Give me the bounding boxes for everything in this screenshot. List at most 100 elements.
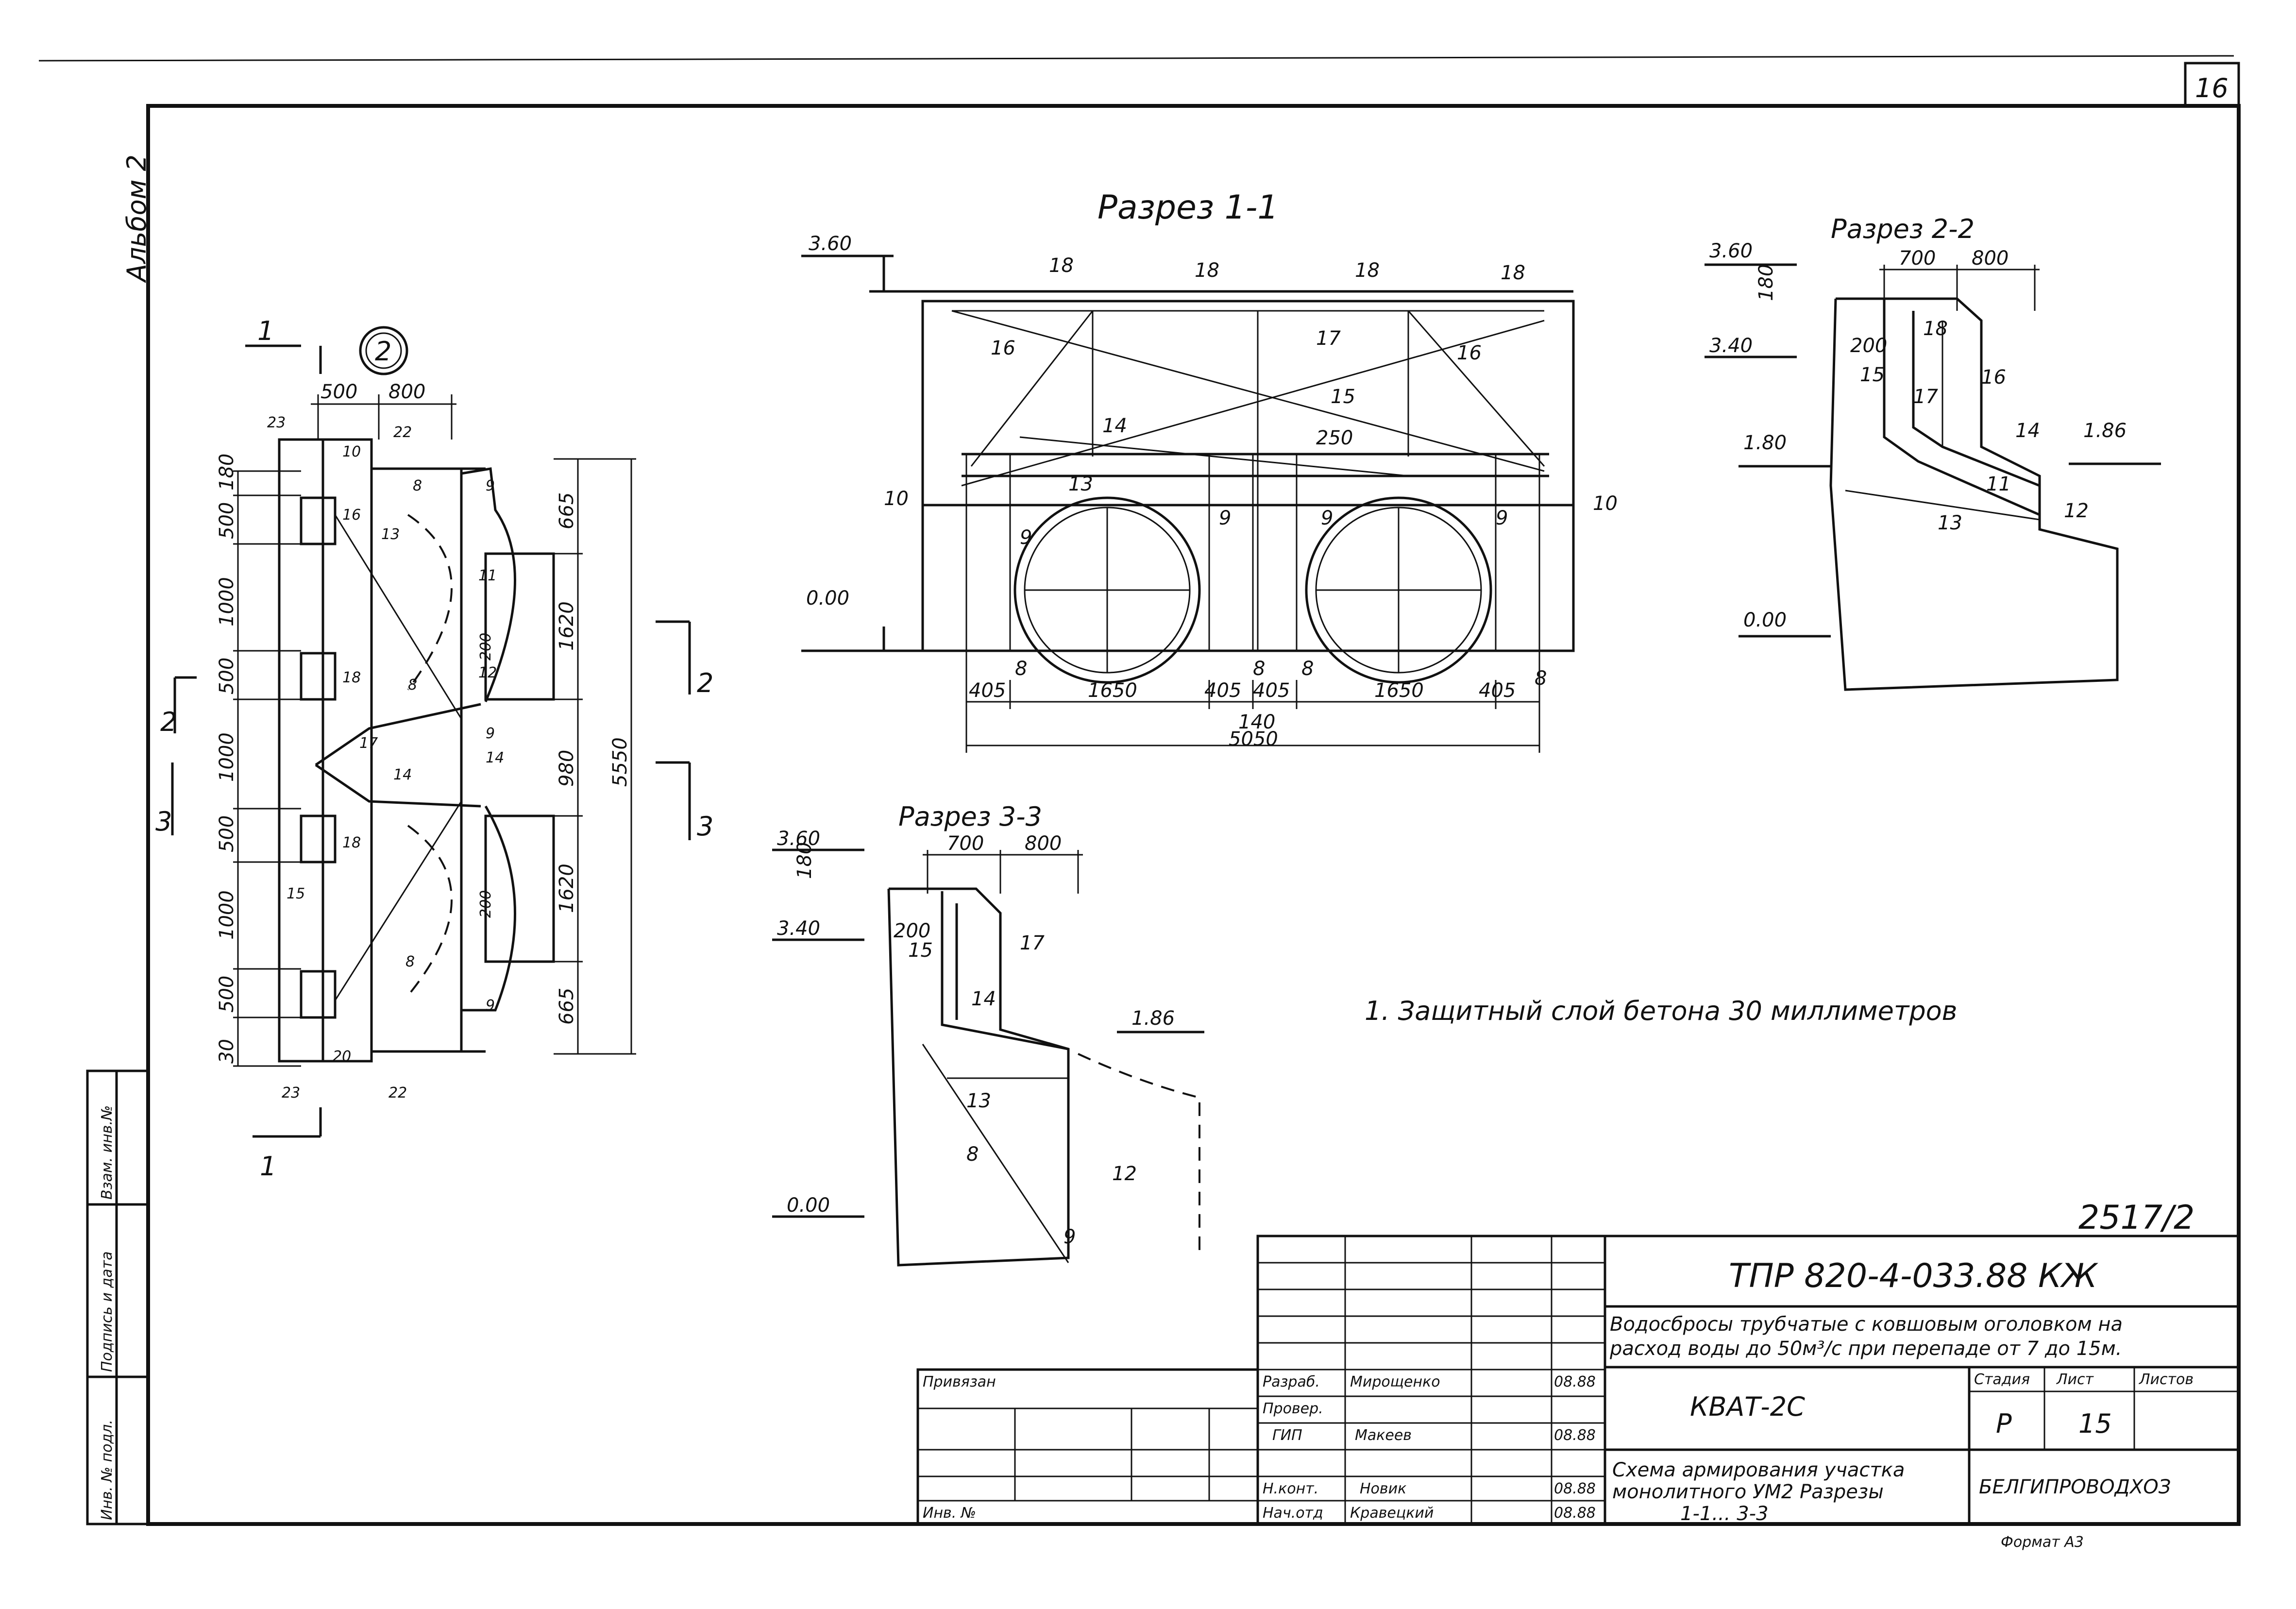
top-trim-line (38, 55, 2234, 62)
section-2-level-4: 0.00 (1743, 609, 1787, 631)
plan-dim-right-1: 1620 (556, 601, 578, 651)
section-1-dim-1: 1650 (1088, 679, 1137, 702)
role-0: Разраб. (1263, 1373, 1320, 1390)
section-2-level-3: 1.86 (2083, 420, 2127, 442)
section-1-callout-18-3: 18 (1355, 259, 1380, 282)
section-1-level-top: 3.60 (809, 233, 852, 255)
section-2-2: Разрез 2-2 700 800 3.60 3.40 1.80 1.86 0… (1705, 214, 2161, 691)
plan-callout-13: 13 (381, 526, 400, 543)
section-3-level-0: 3.60 (777, 828, 820, 850)
section-1-callout-17: 17 (1316, 327, 1341, 350)
plan-callout-9a: 9 (486, 477, 495, 494)
plan-callout-9b: 9 (486, 725, 495, 742)
doc-code: ТПР 820-4-033.88 КЖ (1729, 1257, 2098, 1295)
plan-callout-12: 12 (478, 664, 497, 681)
plan-dim-left-5: 500 (216, 815, 238, 852)
plan-inner-dim-2: 200 (477, 890, 494, 918)
plan-callout-23b: 23 (282, 1084, 300, 1101)
inv-no-label: Инв. № (923, 1505, 976, 1522)
section-1-title: Разрез 1-1 (1097, 188, 1279, 227)
cut-mark-1-bottom: 1 (260, 1151, 276, 1182)
plan-dim-left-3: 500 (216, 658, 238, 694)
col-stage: Стадия (1974, 1371, 2030, 1388)
role-1: Провер. (1263, 1400, 1323, 1417)
role-2-name: Макеев (1355, 1427, 1412, 1444)
cut-mark-2-right: 2 (697, 668, 713, 698)
plan-dim-right-0: 665 (556, 492, 578, 529)
role-4-name: Кравецкий (1350, 1505, 1434, 1522)
section-1-callout-10a: 10 (884, 488, 909, 510)
plan-opening-1 (300, 496, 337, 545)
page-number: 16 (2195, 73, 2228, 103)
plan-callout-8a: 8 (413, 477, 422, 494)
section-1-callout-13: 13 (1068, 473, 1093, 495)
plan-callout-22a: 22 (393, 424, 412, 441)
section-1-callout-18-1: 18 (1049, 254, 1074, 277)
section-1-callout-8a: 8 (1015, 658, 1027, 680)
section-1-dim-4: 1650 (1374, 679, 1424, 702)
plan-dim-left-0: 180 (216, 454, 238, 491)
plan-callout-20: 20 (333, 1048, 351, 1065)
plan-dim-left-4: 1000 (216, 732, 238, 782)
archive-number: 2517/2 (2078, 1199, 2195, 1237)
section-1-callout-8b: 8 (1253, 658, 1265, 680)
section-1-callout-10b: 10 (1593, 492, 1618, 515)
sheet-title-line-2: монолитного УМ2 Разрезы (1612, 1481, 1884, 1503)
section-1-callout-14: 14 (1102, 415, 1127, 437)
page-number-box (2184, 62, 2240, 107)
section-3-level-2: 1.86 (1131, 1007, 1175, 1030)
plan-dim-left-1: 500 (216, 502, 238, 539)
section-2-level-1: 3.40 (1709, 335, 1753, 357)
plan-callout-11: 11 (478, 567, 497, 584)
role-3-date: 08.88 (1554, 1480, 1596, 1497)
section-1-callout-15: 15 (1331, 386, 1355, 408)
section-1-dim-0: 405 (969, 679, 1006, 702)
privyazan-label: Привязан (923, 1373, 996, 1390)
section-1-callout-250: 250 (1316, 427, 1353, 449)
role-2-date: 08.88 (1554, 1427, 1596, 1444)
plan-dim-left-8: 30 (216, 1039, 238, 1064)
role-4-date: 08.88 (1554, 1505, 1596, 1522)
plan-dim-right-3: 1620 (556, 864, 578, 913)
plan-dim-left-7: 500 (216, 976, 238, 1013)
plan-callout-16: 16 (342, 507, 361, 524)
plan-dim-left-2: 1000 (216, 577, 238, 627)
section-2-callout-11: 11 (1986, 473, 2011, 495)
section-1-dim-140: 140 (1238, 711, 1275, 733)
section-2-callout-16: 16 (1981, 366, 2006, 389)
stamp-vzam-inv: Взам. инв.№ (99, 1105, 116, 1200)
section-3-dim-700: 700 (947, 832, 984, 855)
section-2-callout-12: 12 (2064, 500, 2089, 522)
section-1-callout-9d: 9 (1496, 507, 1508, 529)
plan-body (370, 467, 463, 1053)
plan-callout-10: 10 (342, 443, 361, 460)
section-3-callout-17: 17 (1020, 932, 1045, 954)
plan-callout-14b: 14 (393, 766, 412, 783)
col-sheet: Лист (2056, 1371, 2094, 1388)
plan-callout-15: 15 (287, 885, 305, 902)
section-3-level-1: 3.40 (777, 917, 820, 940)
col-sheets: Листов (2139, 1371, 2194, 1388)
plan-dim-right-4: 665 (556, 988, 578, 1025)
plan-callout-23a: 23 (267, 414, 286, 431)
section-2-dim-200: 200 (1850, 335, 1887, 357)
cut-mark-2-left: 2 (160, 707, 177, 737)
section-3-dim-200: 200 (894, 920, 930, 942)
note-text: 1. Защитный слой бетона 30 миллиметров (1365, 996, 1957, 1026)
plan-opening-4 (300, 970, 337, 1019)
section-3-3: Разрез 3-3 700 800 3.60 3.40 1.86 0.00 1… (772, 801, 1204, 1267)
plan-callout-17: 17 (359, 735, 378, 752)
section-3-outline (887, 887, 1070, 1267)
section-2-level-2: 1.80 (1743, 432, 1787, 454)
role-2: ГИП (1272, 1427, 1302, 1444)
section-1-callout-9a: 9 (1020, 526, 1032, 549)
plan-callout-9c: 9 (486, 997, 495, 1014)
plan-dim-right-2: 980 (556, 750, 578, 787)
plan-wing-bottom (461, 805, 516, 1012)
cut-mark-3-right: 3 (697, 811, 713, 842)
section-3-callout-9: 9 (1064, 1226, 1076, 1248)
plan-dim-total: 5550 (609, 737, 631, 787)
plan-view: 2 500 800 (155, 316, 713, 1182)
section-1-callout-18-4: 18 (1501, 262, 1525, 284)
